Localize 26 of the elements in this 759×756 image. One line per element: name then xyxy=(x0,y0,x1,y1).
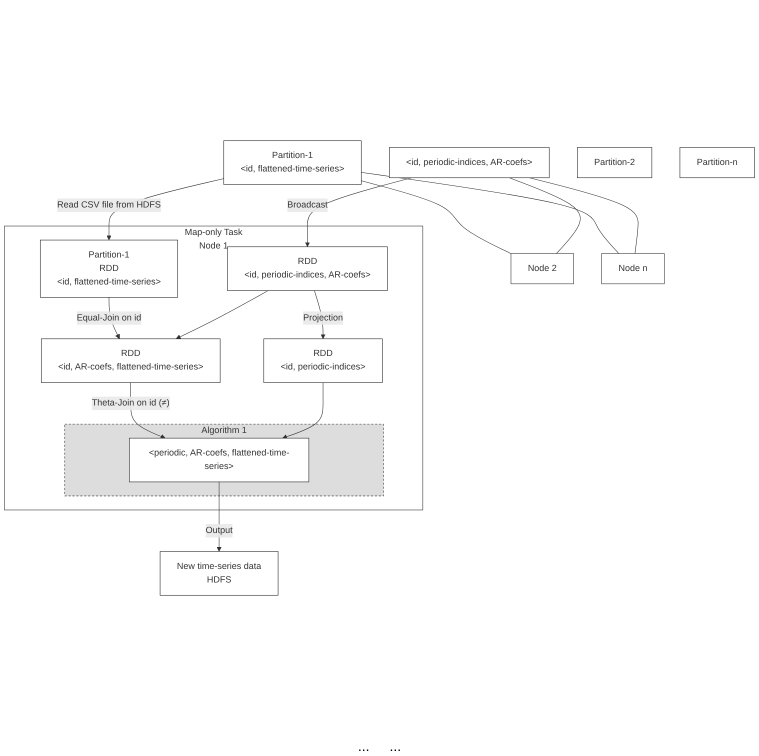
edge-label: Equal-Join on id xyxy=(76,313,142,323)
node-box: RDD <id, periodic-indices> xyxy=(264,338,383,383)
node-box: Partition-n xyxy=(680,147,755,178)
node-box: <id, periodic-indices, AR-coefs> xyxy=(389,147,550,178)
connector xyxy=(529,178,638,254)
node-box: RDD <id, AR-coefs, flattened-time-series> xyxy=(41,338,220,383)
ellipsis-text: ... xyxy=(358,738,370,754)
edge-label: Broadcast xyxy=(287,200,328,210)
node-box: <periodic, AR-coefs, flattened-time-series> xyxy=(129,438,310,482)
node-box: Node 2 xyxy=(510,253,574,284)
connector xyxy=(360,172,620,254)
edge-label: Read CSV file from HDFS xyxy=(57,200,161,210)
arrow xyxy=(282,382,324,440)
node-box: Partition-1 <id, flattened-time-series> xyxy=(224,140,362,185)
node-box: RDD <id, periodic-indices, AR-coefs> xyxy=(227,246,388,291)
node-box: Partition-1 RDD <id, flattened-time-series> xyxy=(40,240,178,298)
connector xyxy=(509,178,581,254)
node-box: New time-series data HDFS xyxy=(160,551,278,596)
node-box: Node n xyxy=(601,253,665,284)
edge-label: Output xyxy=(206,526,233,536)
edge-label: Projection xyxy=(303,313,344,323)
ellipsis-text: ... xyxy=(390,738,402,754)
connector xyxy=(360,180,512,254)
arrow xyxy=(176,290,269,340)
edge-label: Theta-Join on id (≠) xyxy=(92,398,170,408)
node-box: Partition-2 xyxy=(577,147,652,178)
